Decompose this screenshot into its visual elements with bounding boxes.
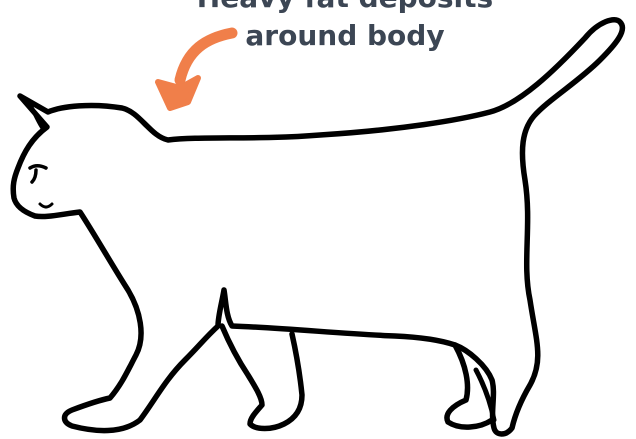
cat-front-leg-inner [222,326,302,429]
cat-outline-icon [13,20,622,434]
annotation-line-1: Heavy fat deposits [150,0,540,17]
cat-mouth [40,204,52,207]
annotation-line-2: around body [150,17,540,55]
cat-body-outline [13,20,622,434]
annotation-label: Heavy fat deposits around body [150,0,540,55]
cat-eye [30,166,46,182]
